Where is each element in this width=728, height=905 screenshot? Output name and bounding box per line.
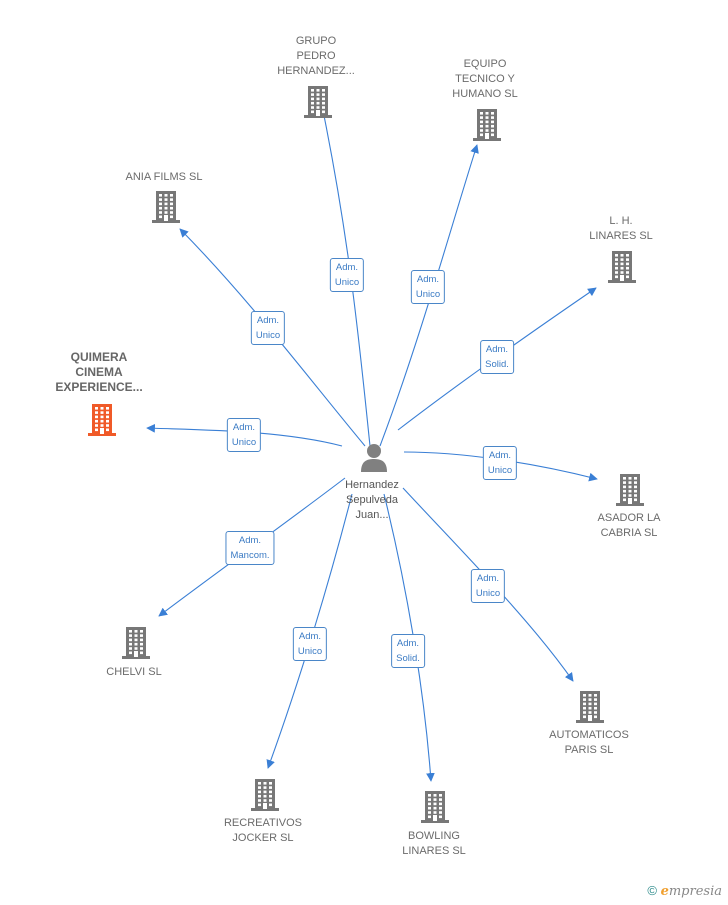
building-icon (421, 791, 449, 823)
role-label-ania: Adm. Unico (250, 311, 286, 345)
company-node-automaticos[interactable] (575, 689, 605, 728)
center-person-name[interactable]: Hernandez Sepulveda Juan... (345, 479, 399, 521)
building-icon (576, 691, 604, 723)
building-icon (473, 109, 501, 141)
company-node-equipo[interactable] (472, 107, 502, 146)
brand-e: e (660, 884, 669, 899)
building-icon (608, 251, 636, 283)
company-label-automaticos[interactable]: AUTOMATICOS PARIS SL (549, 729, 629, 756)
center-person[interactable] (358, 441, 390, 478)
role-label-recreativos: Adm. Unico (292, 627, 328, 661)
company-node-chelvi[interactable] (121, 625, 151, 664)
building-icon (88, 404, 116, 436)
copyright-icon: © (647, 883, 657, 898)
role-label-asador: Adm. Unico (482, 446, 518, 480)
building-icon (251, 779, 279, 811)
building-icon (152, 191, 180, 223)
company-node-ania[interactable] (151, 189, 181, 228)
role-label-lh: Adm. Solid. (480, 340, 514, 374)
company-node-lh[interactable] (607, 249, 637, 288)
role-label-automaticos: Adm. Unico (470, 569, 506, 603)
brand-logo: © empresia (647, 883, 722, 899)
role-label-quimera: Adm. Unico (226, 418, 262, 452)
company-node-bowling[interactable] (420, 789, 450, 828)
company-node-asador[interactable] (615, 472, 645, 511)
company-node-recreativos[interactable] (250, 777, 280, 816)
brand-name: mpresia (668, 884, 722, 899)
building-icon (304, 86, 332, 118)
role-label-equipo: Adm. Unico (410, 270, 446, 304)
company-label-quimera[interactable]: QUIMERA CINEMA EXPERIENCE... (55, 350, 143, 394)
role-label-bowling: Adm. Solid. (391, 634, 425, 668)
building-icon (122, 627, 150, 659)
person-icon (361, 444, 387, 472)
company-label-chelvi[interactable]: CHELVI SL (106, 666, 162, 678)
role-label-grupo: Adm. Unico (329, 258, 365, 292)
company-label-lh[interactable]: L. H. LINARES SL (589, 215, 653, 242)
company-label-grupo[interactable]: GRUPO PEDRO HERNANDEZ... (277, 35, 355, 77)
company-node-quimera[interactable] (87, 402, 117, 441)
company-label-recreativos[interactable]: RECREATIVOS JOCKER SL (223, 817, 303, 844)
company-label-bowling[interactable]: BOWLING LINARES SL (402, 830, 466, 857)
company-label-equipo[interactable]: EQUIPO TECNICO Y HUMANO SL (452, 58, 518, 100)
role-label-chelvi: Adm. Mancom. (225, 531, 275, 565)
company-label-asador[interactable]: ASADOR LA CABRIA SL (597, 512, 661, 539)
company-node-grupo[interactable] (303, 84, 333, 123)
building-icon (616, 474, 644, 506)
company-label-ania[interactable]: ANIA FILMS SL (125, 171, 203, 183)
